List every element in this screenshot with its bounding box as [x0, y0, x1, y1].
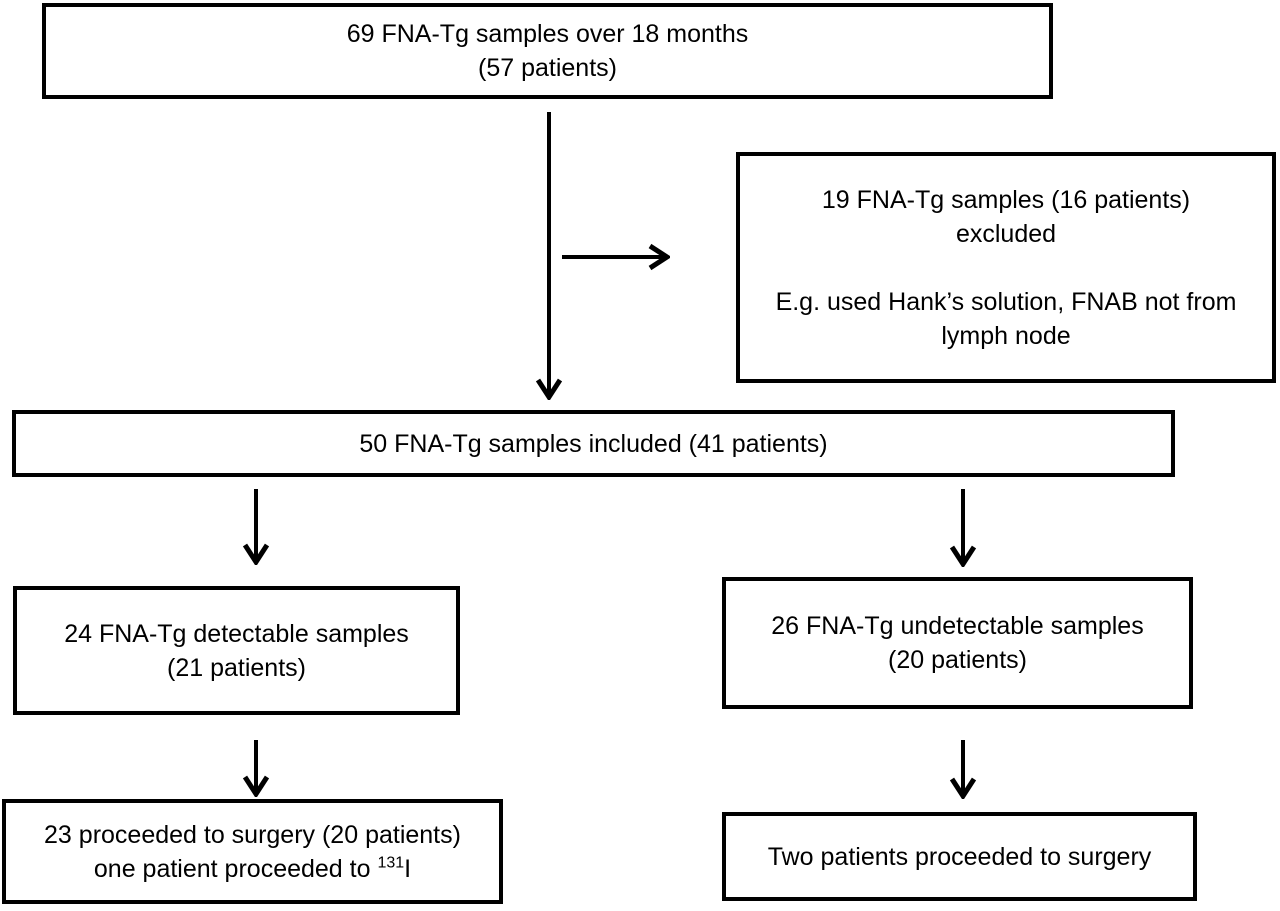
arrow-down-top-to-included [535, 112, 563, 400]
flow-box-total-samples: 69 FNA-Tg samples over 18 months (57 pat… [42, 3, 1053, 99]
flow-box-detectable: 24 FNA-Tg detectable samples (21 patient… [13, 586, 460, 715]
flow-box-excluded-line-3: E.g. used Hank’s solution, FNAB not from [775, 287, 1237, 316]
flow-box-undetectable-line-2: (20 patients) [888, 646, 1027, 674]
flow-box-detectable-outcome-line-2: one patient proceeded to 131I [94, 852, 411, 886]
outcome-line-2-suffix: I [404, 854, 412, 883]
flow-box-excluded-line-2: excluded [955, 219, 1057, 248]
flow-box-undetectable-line-1: 26 FNA-Tg undetectable samples [771, 612, 1144, 640]
flow-box-total-samples-line-1: 69 FNA-Tg samples over 18 months [346, 20, 749, 48]
arrow-down-to-detectable-outcome [242, 740, 270, 797]
flow-box-detectable-line-2: (21 patients) [167, 653, 306, 682]
isotope-131-superscript: 131 [377, 854, 405, 872]
flow-box-included: 50 FNA-Tg samples included (41 patients) [12, 410, 1175, 477]
flow-box-undetectable-outcome-line-1: Two patients proceeded to surgery [767, 842, 1152, 871]
flow-box-excluded: 19 FNA-Tg samples (16 patients) excluded… [736, 152, 1276, 383]
arrow-right-to-excluded [562, 243, 670, 271]
flow-box-excluded-line-4: lymph node [941, 321, 1071, 350]
arrow-down-to-undetectable-outcome [949, 740, 977, 799]
flow-box-detectable-outcome: 23 proceeded to surgery (20 patients) on… [2, 799, 503, 904]
flow-box-detectable-outcome-line-1: 23 proceeded to surgery (20 patients) [44, 820, 461, 849]
arrow-down-to-detectable [242, 489, 270, 565]
arrow-down-to-undetectable [949, 489, 977, 567]
flow-box-detectable-line-1: 24 FNA-Tg detectable samples [64, 619, 409, 648]
flow-box-included-line-1: 50 FNA-Tg samples included (41 patients) [359, 429, 828, 458]
outcome-line-2-prefix: one patient proceeded to [93, 854, 378, 883]
flow-box-undetectable-outcome: Two patients proceeded to surgery [722, 812, 1197, 901]
flow-box-undetectable: 26 FNA-Tg undetectable samples (20 patie… [722, 577, 1193, 709]
flow-box-total-samples-line-2: (57 patients) [478, 54, 617, 82]
flow-box-excluded-line-1: 19 FNA-Tg samples (16 patients) [821, 185, 1191, 214]
